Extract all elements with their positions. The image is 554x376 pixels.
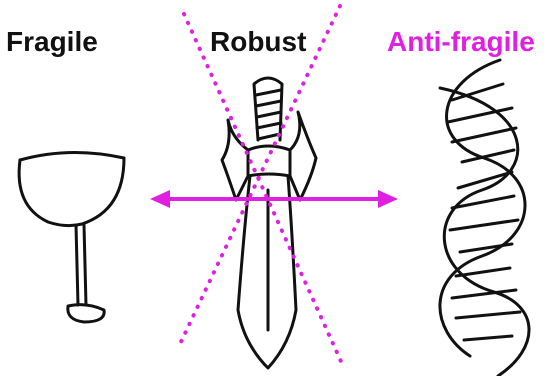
sword-icon <box>222 78 316 368</box>
sword-guard-left <box>222 120 248 200</box>
double-arrow <box>150 190 398 208</box>
wine-glass-bowl <box>19 158 124 226</box>
sword-grip-wraps <box>256 90 281 139</box>
arrow-head-left <box>150 190 170 208</box>
dotted-cross <box>180 6 344 368</box>
arrow-head-right <box>378 190 398 208</box>
wine-glass-base <box>68 305 104 322</box>
wine-glass-stem <box>76 225 86 305</box>
wine-glass-icon <box>19 152 124 322</box>
sword-guard-right <box>290 112 316 200</box>
wine-glass-rim <box>20 152 124 160</box>
dna-helix-icon <box>440 60 529 376</box>
sword-grip <box>254 78 282 140</box>
dotted-line-left-diagonal <box>184 14 344 368</box>
